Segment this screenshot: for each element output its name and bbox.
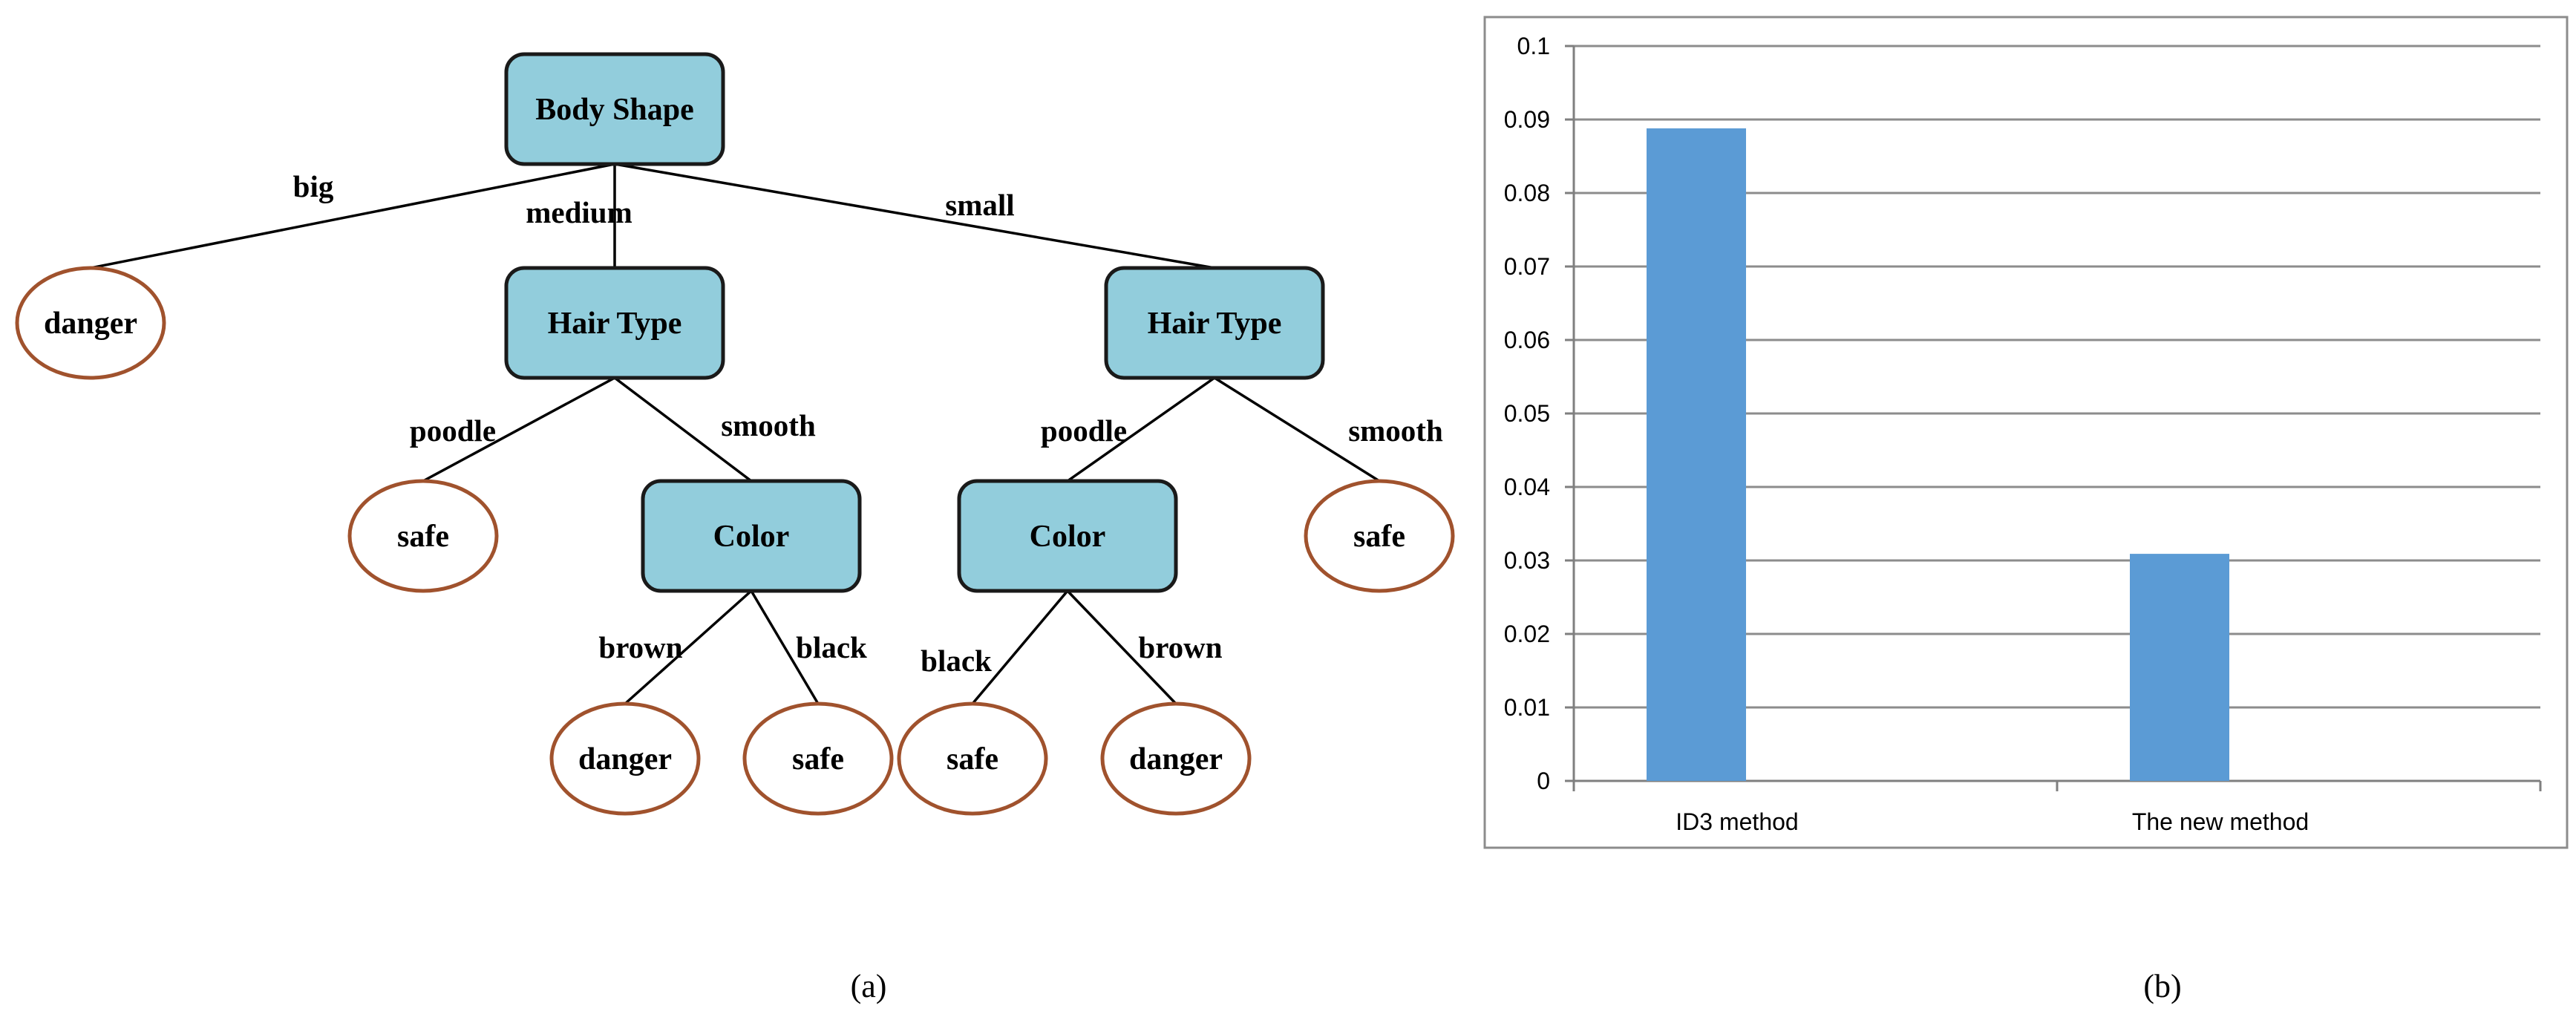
y-tick-label: 0.04 (1504, 474, 1550, 500)
decision-node-color_r: Color (957, 479, 1178, 593)
y-tick-label: 0.03 (1504, 547, 1550, 574)
decision-node-hair_l: Hair Type (504, 266, 725, 380)
edge-label-brown: brown (598, 630, 682, 664)
leaf-node-label: danger (578, 742, 672, 776)
y-tick-label: 0.01 (1504, 694, 1550, 721)
edge-color_l-leaf5 (750, 590, 820, 704)
decision-node-color_l: Color (641, 479, 862, 593)
leaf-node-label: safe (397, 520, 449, 554)
leaf-node-label: safe (947, 742, 998, 776)
caption-b: (b) (2143, 968, 2181, 1004)
edge-label-black: black (921, 644, 992, 678)
leaf-node-leaf4: danger (549, 701, 701, 816)
edge-label-black: black (796, 630, 867, 664)
edge-root-hair_r (614, 163, 1215, 269)
leaf-node-label: safe (792, 742, 844, 776)
y-tick-label: 0.08 (1504, 180, 1550, 206)
leaf-node-leaf7: danger (1100, 701, 1252, 816)
decision-node-root: Body Shape (504, 52, 725, 166)
leaf-node-leaf2: safe (347, 479, 499, 593)
y-tick-label: 0.1 (1517, 33, 1550, 59)
edge-label-poodle: poodle (410, 413, 496, 448)
bar-id3-method (1647, 128, 1746, 781)
edge-label-medium: medium (526, 195, 632, 229)
y-tick-label: 0.09 (1504, 106, 1550, 133)
leaf-node-leaf6: safe (897, 701, 1048, 816)
decision-node-box (504, 266, 725, 380)
edge-label-smooth: smooth (721, 408, 816, 442)
leaf-node-label: danger (1129, 742, 1223, 776)
bar-chart: 0 0.01 0.02 0.03 0.04 0.05 0.06 0.07 0.08 0.09 0.1… (1483, 16, 2569, 849)
y-tick-label: 0.07 (1504, 253, 1550, 280)
leaf-node-leaf3: safe (1304, 479, 1455, 593)
edge-color_r-leaf7 (1066, 589, 1177, 705)
edge-hair_l-color_l (613, 376, 753, 483)
edge-hair_l-leaf2 (422, 376, 615, 483)
y-tick-label: 0.02 (1504, 621, 1550, 647)
decision-node-label: Hair Type (1148, 307, 1282, 341)
decision-node-box (504, 52, 725, 166)
leaf-node-ellipse (1100, 701, 1252, 816)
decision-node-box (641, 479, 862, 593)
edge-color_l-leaf4 (624, 589, 753, 705)
decision-node-label: Hair Type (548, 307, 682, 341)
x-category-label: The new method (2132, 808, 2309, 835)
leaf-node-ellipse (347, 479, 499, 593)
edge-color_r-leaf6 (971, 589, 1069, 705)
decision-node-label: Color (1030, 520, 1106, 554)
decision-node-hair_r: Hair Type (1104, 266, 1325, 380)
leaf-node-ellipse (1304, 479, 1455, 593)
decision-node-box (1104, 266, 1325, 380)
leaf-node-ellipse (742, 701, 894, 816)
decision-node-label: Body Shape (535, 93, 694, 127)
edge-label-big: big (293, 169, 334, 203)
leaf-node-label: danger (44, 307, 137, 341)
caption-a: (a) (851, 968, 887, 1004)
leaf-node-ellipse (549, 701, 701, 816)
leaf-node-leaf1: danger (15, 266, 166, 380)
leaf-node-leaf5: safe (742, 701, 894, 816)
decision-tree: big medium small poodle smooth poodle smooth br… (15, 52, 1455, 816)
leaf-node-label: safe (1353, 520, 1405, 554)
decision-node-label: Color (713, 520, 790, 554)
leaf-node-ellipse (15, 266, 166, 380)
edge-label-poodle: poodle (1041, 413, 1127, 448)
leaf-node-ellipse (897, 701, 1048, 816)
y-tick-label: 0.05 (1504, 400, 1550, 427)
y-tick-label: 0 (1537, 768, 1550, 794)
edge-hair_r-leaf3 (1214, 376, 1380, 483)
edge-root-leaf1 (90, 163, 615, 269)
decision-node-box (957, 479, 1178, 593)
x-category-label: ID3 method (1676, 808, 1798, 835)
edge-label-small: small (945, 188, 1014, 222)
bar-the-new-method (2130, 554, 2229, 781)
y-tick-label: 0.06 (1504, 327, 1550, 353)
edge-hair_r-color_r (1066, 376, 1216, 483)
edge-label-smooth: smooth (1348, 413, 1443, 448)
edge-label-brown: brown (1138, 630, 1222, 664)
